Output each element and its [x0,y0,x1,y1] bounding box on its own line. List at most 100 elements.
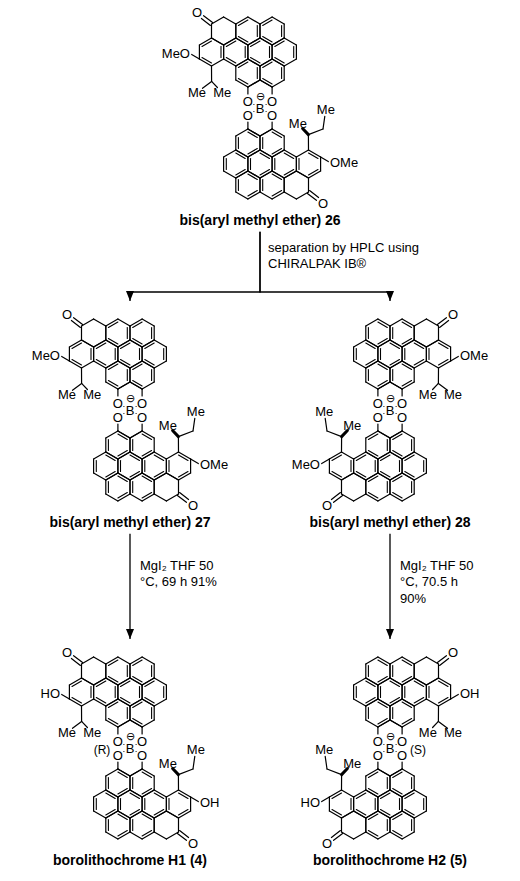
bond-line [245,47,246,58]
bond-line [402,685,403,699]
bond-line [414,326,415,340]
bond-line [139,687,140,698]
bond-line [259,66,260,80]
bond-line [118,772,127,777]
atom-label: O [397,735,407,748]
bond-line [72,681,82,686]
bond-line [414,811,426,818]
atom-label: O [243,95,253,108]
bond-line [272,45,273,59]
bond-line [226,41,236,46]
atom-label: O [113,411,123,424]
bond-line [106,793,115,798]
bond-line [224,17,236,24]
bond-line [354,494,366,501]
bond-line [378,381,387,386]
bond-line [402,389,403,396]
bond-line [142,789,152,794]
bond-line [106,811,118,818]
bond-line [390,681,400,686]
atom-label: Me [419,388,437,401]
bond-line [94,811,106,818]
bond-line [191,459,199,464]
bond-line [106,832,118,839]
bond-line [94,657,106,664]
bond-line [402,769,414,776]
bond-line [377,459,378,473]
bond-line [142,762,143,769]
bond-line [437,318,446,325]
bond-line [323,116,325,129]
bond-line [118,789,127,794]
bond-line [426,678,438,685]
bond-line [393,476,402,481]
bond-line [402,459,403,473]
bond-line [437,656,446,663]
bond-line [96,360,106,365]
bond-line [284,24,285,38]
atom-label: ⊖ [126,393,135,404]
bond-line [368,328,369,339]
bond-line [405,455,414,460]
atom-label: Me [419,726,437,739]
bond-line [118,434,127,439]
bond-line [247,87,248,94]
bond-line [130,810,140,815]
bond-line [154,480,155,494]
bond-line [82,657,94,664]
bond-line [272,149,282,154]
bond-line [93,347,94,361]
bond-line [166,811,178,818]
bond-line [353,459,354,473]
bond-line [451,694,459,699]
bond-line [414,664,415,678]
bond-line [142,389,143,396]
bond-line [284,136,285,150]
bond-line [269,47,270,58]
atom-label: O [113,749,123,762]
bond-line [366,720,378,727]
bond-line [118,720,130,727]
atom-label: OMe [200,458,228,471]
bond-line [105,706,106,720]
bond-line [426,685,427,699]
bond-line [389,368,390,382]
atom-label: Me [444,726,462,739]
bond-line [272,150,284,157]
bond-line [341,818,342,832]
bond-line [381,472,391,477]
bond-line [377,762,378,769]
bond-line [180,493,189,500]
bond-line [414,368,415,382]
bond-line [365,706,366,720]
bond-line [251,41,261,46]
bond-line [142,797,143,811]
atom-label: O [62,308,72,321]
bond-line [163,349,164,360]
bond-line [414,452,426,459]
bond-line [105,664,106,678]
bond-line [212,38,224,45]
bond-line [94,340,106,347]
bond-line [235,66,236,80]
bond-line [402,699,414,706]
bond-line [178,431,193,437]
bond-line [402,424,403,431]
bond-line [414,326,415,340]
bond-line [220,47,221,58]
bond-line [390,382,402,389]
bond-line [145,343,154,348]
bond-line [168,461,169,472]
bond-line [426,699,438,706]
atom-label: O [137,411,147,424]
bond-line [356,472,366,477]
bond-line [132,482,133,493]
atom-label: O [397,397,407,410]
bond-line [390,319,402,326]
atom-label: OMe [460,349,488,362]
bond-line [377,347,378,361]
bond-line [151,328,152,339]
bond-line [118,814,127,819]
atom-label: ⊖ [126,731,135,742]
